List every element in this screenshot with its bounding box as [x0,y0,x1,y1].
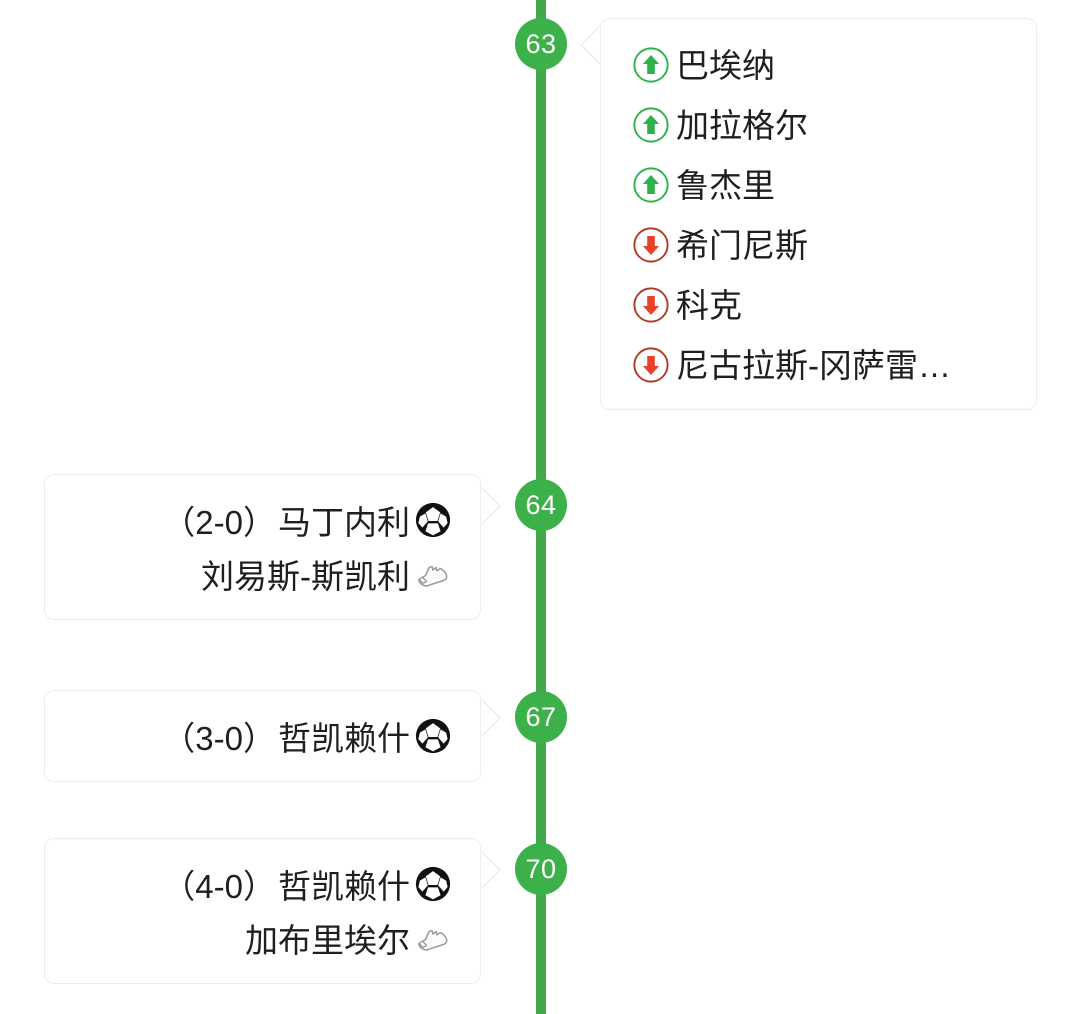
substitution-player-name: 科克 [676,288,742,322]
arrow-down-circle-icon [633,227,669,263]
substitution-player-name: 鲁杰里 [676,168,775,202]
arrow-down-circle-icon [633,347,669,383]
arrow-up-circle-icon [633,167,669,203]
timeline-event-card[interactable]: （2-0）马丁内利刘易斯-斯凯利 [44,474,481,620]
goal-details: （3-0）哲凯赖什 [45,691,480,781]
timeline-minute-marker[interactable]: 63 [515,18,567,70]
arrow-up-circle-icon [633,107,669,143]
substitution-row[interactable]: 鲁杰里 [601,155,1036,215]
card-pointer-left [481,487,501,525]
substitution-row[interactable]: 科克 [601,275,1036,335]
timeline-event-card[interactable]: （4-0）哲凯赖什加布里埃尔 [44,838,481,984]
goal-assist-name: 加布里埃尔 [245,922,410,959]
substitution-row[interactable]: 尼古拉斯-冈萨雷… [601,335,1036,395]
substitution-list: 巴埃纳加拉格尔鲁杰里希门尼斯科克尼古拉斯-冈萨雷… [601,19,1036,409]
timeline-minute-marker[interactable]: 64 [515,479,567,531]
substitution-player-name: 加拉格尔 [676,108,808,142]
timeline-minute-marker[interactable]: 70 [515,843,567,895]
substitution-player-name: 希门尼斯 [676,228,808,262]
goal-scorer-name: 马丁内利 [278,504,410,541]
goal-details: （2-0）马丁内利刘易斯-斯凯利 [45,475,480,619]
soccer-ball-icon [415,502,451,538]
substitution-player-name: 尼古拉斯-冈萨雷… [676,348,951,382]
goal-score: （4-0） [162,868,276,905]
timeline-event-card[interactable]: （3-0）哲凯赖什 [44,690,481,782]
goal-scorer-line[interactable]: （4-0）哲凯赖什 [45,857,452,911]
substitution-row[interactable]: 加拉格尔 [601,95,1036,155]
substitution-row[interactable]: 巴埃纳 [601,35,1036,95]
goal-assist-line[interactable]: 加布里埃尔 [45,911,452,965]
arrow-down-circle-icon [633,287,669,323]
soccer-ball-icon [415,718,451,754]
goal-score: （3-0） [162,720,276,757]
goal-assist-name: 刘易斯-斯凯利 [201,558,410,595]
arrow-up-circle-icon [633,47,669,83]
goal-assist-line[interactable]: 刘易斯-斯凯利 [45,547,452,601]
goal-details: （4-0）哲凯赖什加布里埃尔 [45,839,480,983]
goal-scorer-name: 哲凯赖什 [278,868,410,905]
boot-icon [417,929,448,951]
timeline-minute-marker[interactable]: 67 [515,691,567,743]
soccer-ball-icon [415,866,451,902]
timeline-event-card[interactable]: 巴埃纳加拉格尔鲁杰里希门尼斯科克尼古拉斯-冈萨雷… [600,18,1037,410]
goal-scorer-line[interactable]: （3-0）哲凯赖什 [45,709,452,763]
card-pointer-left [481,699,501,737]
goal-scorer-line[interactable]: （2-0）马丁内利 [45,493,452,547]
boot-icon [417,565,448,587]
card-pointer-right [580,26,600,64]
goal-score: （2-0） [162,504,276,541]
substitution-row[interactable]: 希门尼斯 [601,215,1036,275]
goal-scorer-name: 哲凯赖什 [278,720,410,757]
substitution-player-name: 巴埃纳 [676,48,775,82]
card-pointer-left [481,851,501,889]
